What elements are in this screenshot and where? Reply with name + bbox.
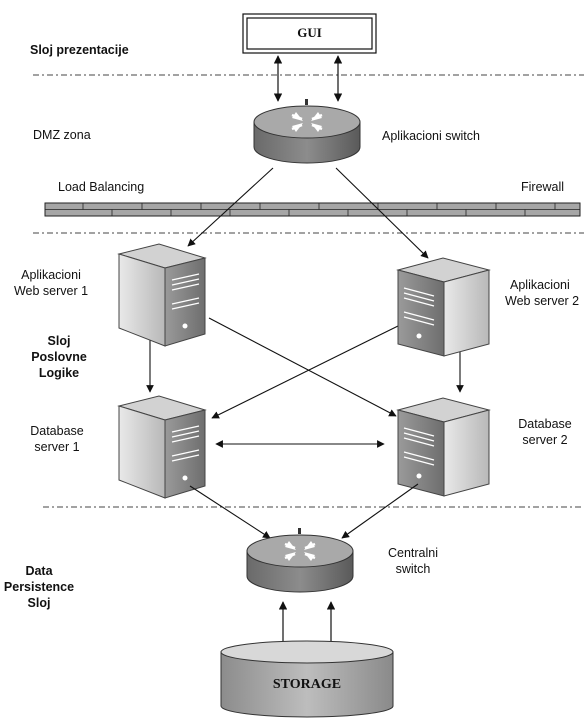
layer-separators (33, 74, 584, 508)
arrow-db2-central (341, 483, 419, 539)
zone-label-dmz: DMZ zona (33, 128, 91, 142)
layer-label-business: Sloj Poslovne Logike (24, 333, 94, 381)
layer-label-persistence: Data Persistence Sloj (2, 563, 76, 611)
central-switch-label-line1: Centralni (387, 546, 439, 560)
web-server-1-label: Aplikacioni Web server 1 (6, 267, 96, 299)
database-server-1-icon (117, 395, 207, 499)
cross-arrows (146, 317, 464, 448)
web-server-1-label-line2: Web server 1 (13, 284, 89, 298)
arrow-web1-db2 (208, 317, 397, 417)
database-server-1-label-line1: Database (30, 424, 84, 438)
zone-label-firewall: Firewall (521, 180, 565, 194)
firewall-bar (44, 202, 581, 217)
gui-box (242, 13, 377, 54)
database-server-2-label-line2: server 2 (522, 433, 568, 447)
web-server-2-label-line2: Web server 2 (505, 294, 580, 308)
arrow-switch-web1 (187, 167, 274, 247)
storage-cylinder (220, 640, 394, 718)
layer-label-persistence-line2: Persistence (3, 580, 75, 594)
gui-switch-arrows (273, 55, 343, 102)
arrow-web2-db1 (211, 325, 399, 419)
arrow-switch-web2 (335, 167, 429, 259)
gui-label: GUI (297, 25, 322, 40)
database-server-1-label-line2: server 1 (34, 440, 80, 454)
layer-label-business-line2: Poslovne (31, 350, 87, 364)
layer-label-persistence-line3: Sloj (27, 596, 51, 610)
layer-label-business-line1: Sloj (47, 334, 71, 348)
arrow-db1-central (189, 485, 271, 539)
app-switch-label: Aplikacioni switch (382, 129, 480, 143)
central-switch-icon (246, 528, 354, 593)
storage-label: STORAGE (272, 677, 342, 692)
layer-label-business-line3: Logike (38, 366, 80, 380)
web-server-2-label: Aplikacioni Web server 2 (505, 277, 579, 309)
web-server-2-label-line1: Aplikacioni (510, 278, 570, 292)
central-switch-label-line2: switch (395, 562, 431, 576)
web-server-2-icon (396, 257, 491, 357)
web-server-1-label-line1: Aplikacioni (21, 268, 81, 282)
central-switch-label: Centralni switch (378, 545, 448, 577)
zone-label-load-balancing: Load Balancing (58, 180, 145, 194)
db-to-central-arrows (189, 483, 419, 539)
layer-label-persistence-line1: Data (25, 564, 53, 578)
database-server-2-icon (396, 397, 491, 497)
layer-label-presentation: Sloj prezentacije (30, 43, 129, 57)
database-server-2-label: Database server 2 (510, 416, 580, 448)
switch-to-web-arrows (187, 167, 429, 259)
web-server-1-icon (117, 243, 207, 347)
app-switch-icon (253, 99, 361, 164)
database-server-1-label: Database server 1 (20, 423, 94, 455)
database-server-2-label-line1: Database (518, 417, 572, 431)
